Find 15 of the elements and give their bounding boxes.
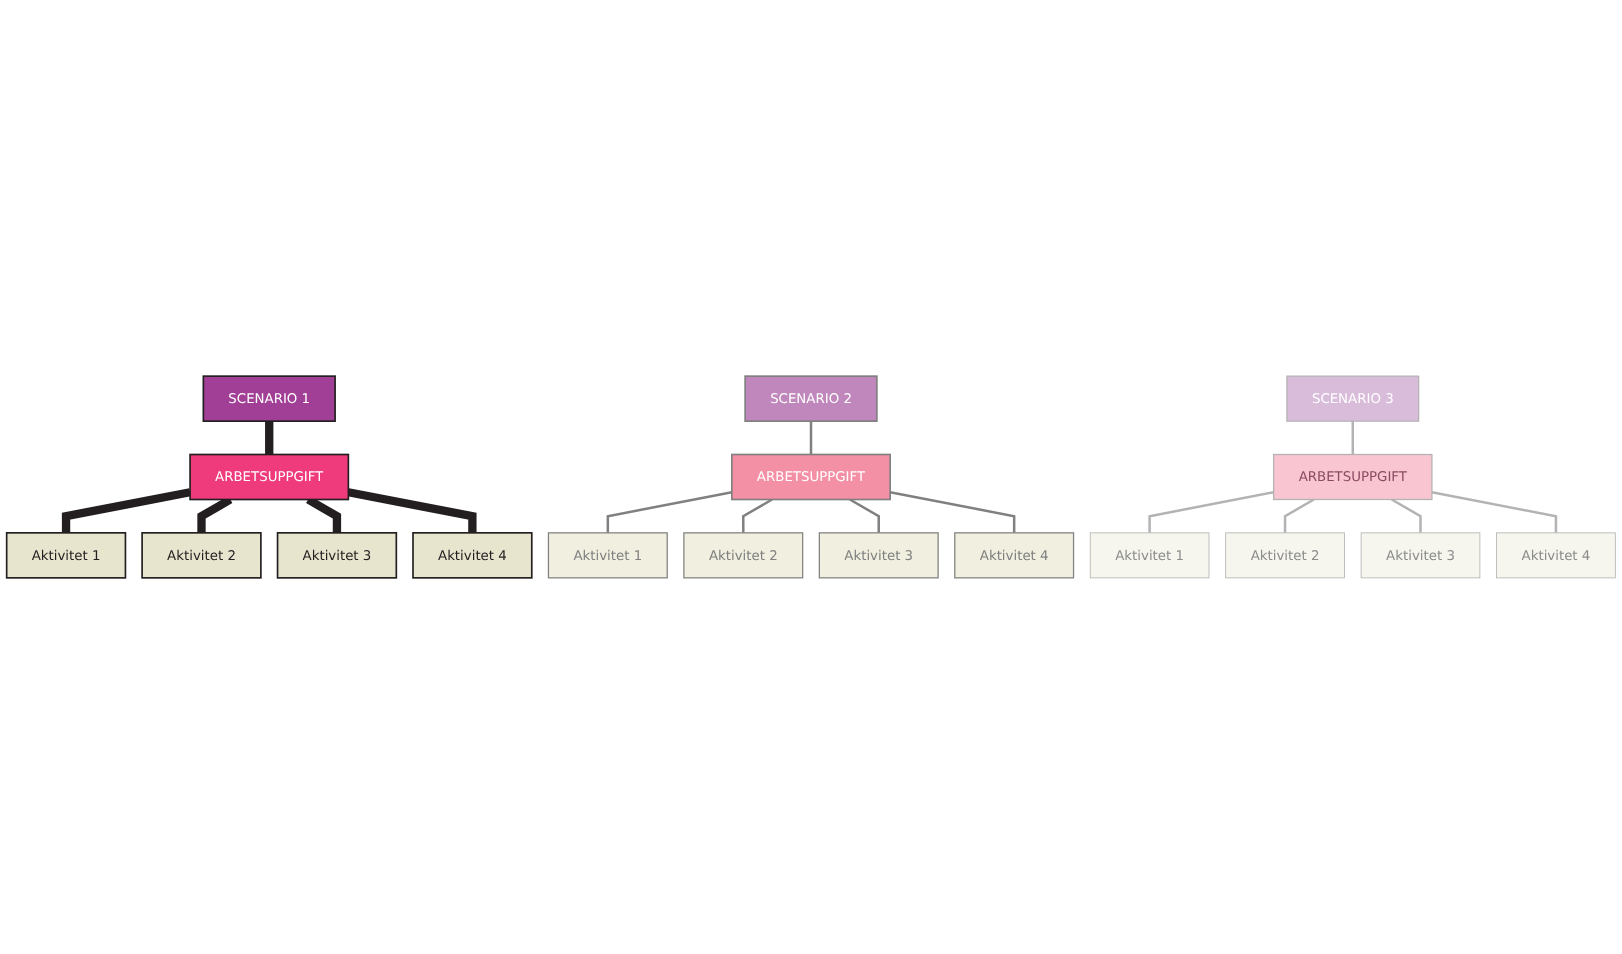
connector [61,488,191,533]
connector [1148,491,1274,533]
connector [347,488,477,533]
connector [306,495,342,533]
connector [849,498,880,533]
connector [197,495,233,533]
connector [606,491,733,533]
connector [1391,498,1422,533]
connector [1283,498,1315,533]
connector [1431,491,1558,533]
connector [742,498,773,533]
connector [1351,421,1355,455]
connector [265,421,274,455]
connector [809,421,813,455]
connector [889,491,1016,533]
